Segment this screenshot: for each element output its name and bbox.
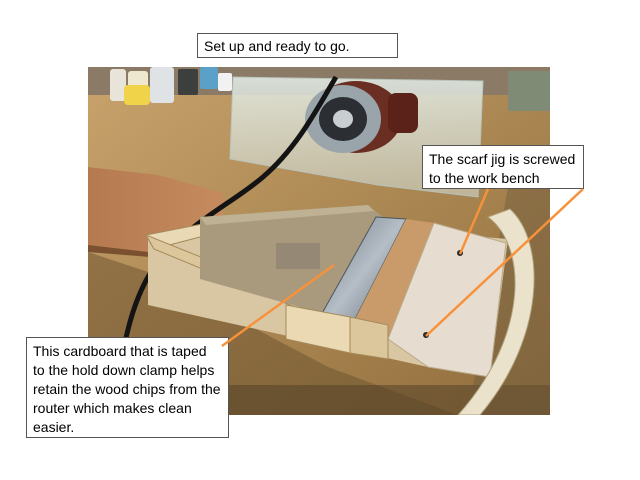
jig-callout: The scarf jig is screwed to the work ben… [422, 145, 584, 189]
title-callout: Set up and ready to go. [197, 33, 398, 58]
cardboard-callout: This cardboard that is taped to the hold… [26, 337, 229, 438]
